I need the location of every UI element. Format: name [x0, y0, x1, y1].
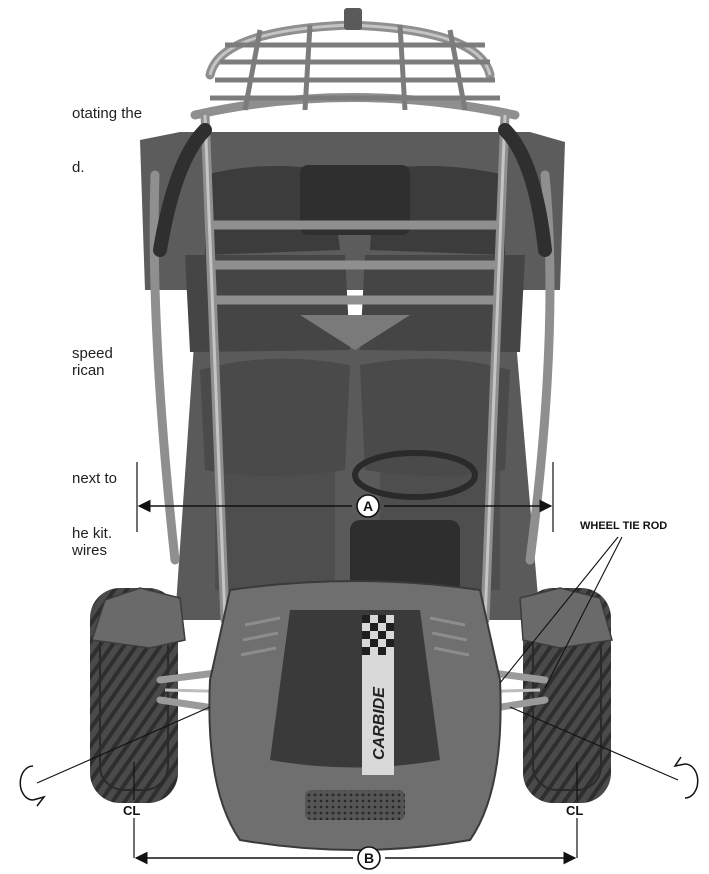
- text-fragment-1: otating the: [72, 105, 143, 122]
- go-kart-photo: CARBIDE: [90, 8, 613, 851]
- rotate-icon-right: [673, 756, 699, 799]
- hood-panel: [270, 610, 440, 768]
- front-grille: [305, 790, 405, 820]
- text-fragment-2: d.: [72, 159, 85, 176]
- roof-rack: [210, 24, 500, 111]
- marker-a-circle: [356, 494, 380, 518]
- cage-plate: [300, 315, 410, 350]
- floor-pan-left: [215, 470, 335, 590]
- rotation-leader-right: [509, 706, 679, 781]
- checker-pattern: [362, 615, 394, 655]
- text-fragment-7: wires: [72, 542, 108, 559]
- text-fragment-6: he kit.: [72, 525, 113, 542]
- centerline-left-label: CL: [123, 803, 141, 818]
- marker-a-label: A: [363, 498, 373, 514]
- front-left-fender: [91, 587, 186, 649]
- hood-vents: [240, 616, 470, 657]
- tie-rod-leader-2: [544, 536, 623, 689]
- text-fragment-3: speed: [72, 345, 113, 362]
- marker-b-circle: [357, 846, 381, 870]
- annotations: [19, 462, 699, 870]
- steering-wheel: [352, 450, 478, 500]
- centerline-right-label: CL: [566, 803, 584, 818]
- tie-rod-leader-1: [499, 536, 619, 684]
- hood-brand: CARBIDE: [371, 686, 388, 760]
- harness-pad-right: [498, 123, 552, 257]
- marker-b-label: B: [364, 850, 374, 866]
- engine-area: [300, 165, 410, 235]
- harness-pad-left: [153, 123, 212, 257]
- rotate-icon-left: [19, 765, 46, 807]
- rotation-leader-left: [36, 706, 211, 784]
- text-fragment-4: rican: [72, 362, 105, 379]
- wheel-tie-rod-label: WHEEL TIE ROD: [580, 520, 668, 532]
- text-fragment-5: next to: [72, 470, 118, 487]
- cage-light-mount: [344, 8, 362, 30]
- front-right-fender: [519, 587, 613, 649]
